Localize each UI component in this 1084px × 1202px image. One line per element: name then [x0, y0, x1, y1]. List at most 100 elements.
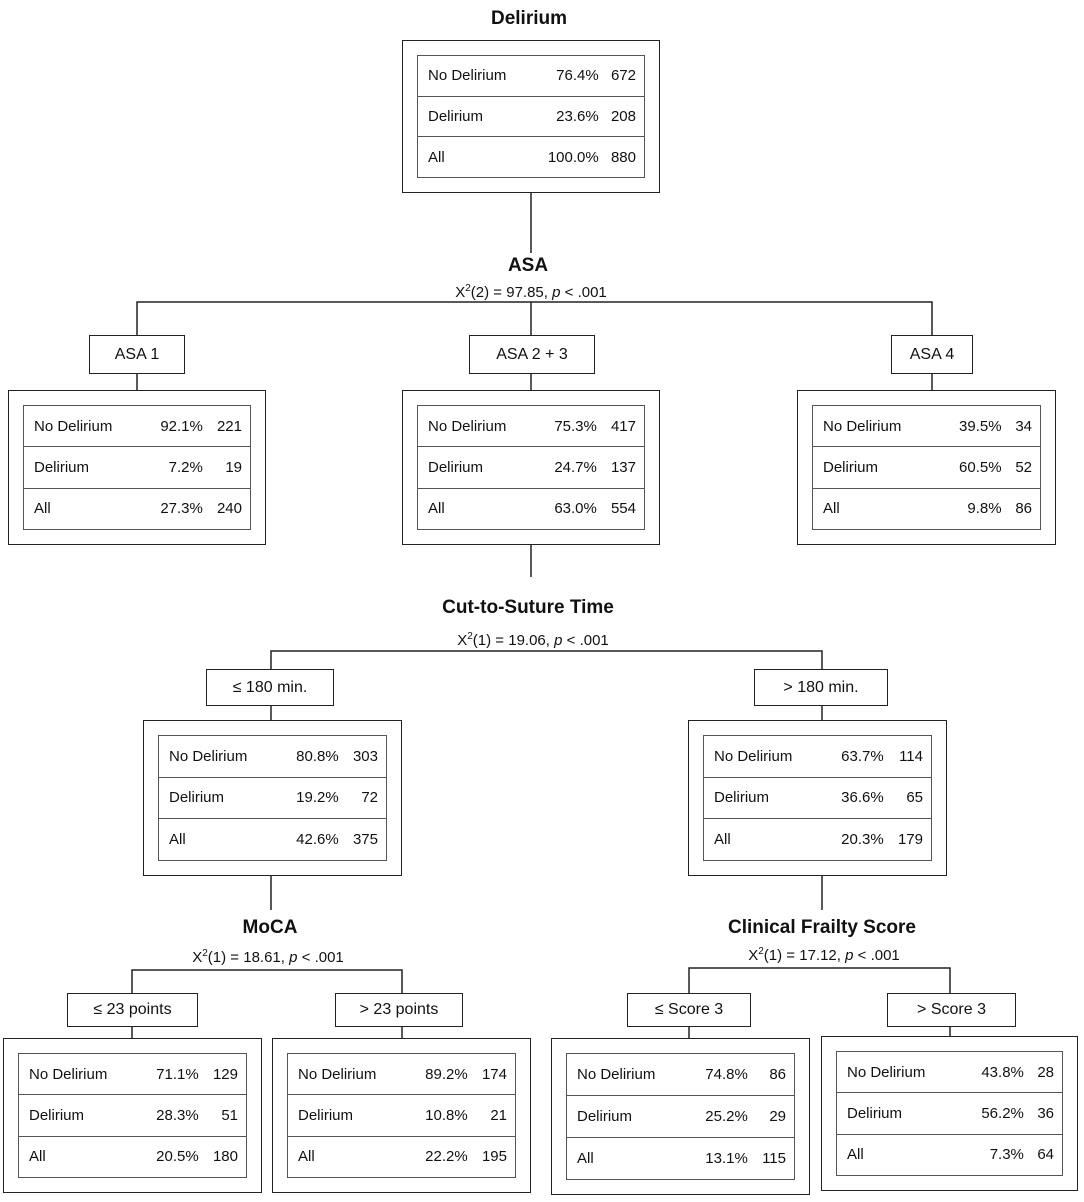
row-category: All: [702, 818, 817, 861]
row-category: No Delirium: [836, 1050, 955, 1094]
row-count: 19: [208, 446, 251, 489]
row-percent: 89.2%: [400, 1052, 474, 1096]
chi-value: 19.06: [508, 632, 546, 649]
row-category: No Delirium: [812, 404, 932, 448]
branch-label-le3: ≤ Score 3: [627, 993, 751, 1027]
row-count: 36: [1029, 1092, 1063, 1135]
row-category: Delirium: [17, 1094, 132, 1137]
row-percent: 36.6%: [816, 776, 890, 820]
row-count: 195: [473, 1135, 516, 1179]
row-count: 417: [602, 404, 645, 448]
row-count: 375: [344, 818, 387, 861]
branch-label-asa23: ASA 2 + 3: [469, 335, 595, 374]
row-category: No Delirium: [17, 1052, 132, 1096]
row-category: No Delirium: [702, 735, 817, 778]
row-category: All: [417, 487, 531, 531]
chi-symbol: X: [192, 949, 203, 966]
p-value: < .001: [857, 947, 900, 964]
row-percent: 74.8%: [680, 1053, 754, 1096]
row-count: 86: [1007, 487, 1041, 531]
row-percent: 56.2%: [954, 1092, 1030, 1135]
row-percent: 7.2%: [136, 446, 209, 489]
chi-square-superscript: 2: [467, 631, 473, 642]
p-symbol: p: [552, 284, 561, 301]
split-asa-title: ASA: [507, 255, 549, 276]
p-value: < .001: [566, 632, 609, 649]
row-count: 179: [889, 818, 932, 861]
degrees-of-freedom: 1: [212, 949, 222, 966]
row-percent: 43.8%: [954, 1050, 1030, 1094]
row-category: Delirium: [417, 446, 531, 489]
branch-label-le23: ≤ 23 points: [67, 993, 198, 1027]
row-category: Delirium: [812, 446, 932, 489]
branch-label-gt180: > 180 min.: [754, 669, 888, 706]
row-percent: 39.5%: [931, 404, 1008, 448]
row-percent: 20.3%: [816, 818, 890, 861]
degrees-of-freedom: 1: [477, 632, 487, 649]
row-percent: 63.0%: [530, 487, 603, 531]
chi-value: 18.61: [243, 949, 281, 966]
edge-cut-branches: [270, 650, 823, 669]
row-category: All: [417, 136, 526, 178]
branch-label-asa1: ASA 1: [89, 335, 185, 374]
root-title: Delirium: [490, 8, 568, 29]
row-category: No Delirium: [417, 55, 526, 97]
row-count: 180: [204, 1135, 247, 1179]
edge-moca-branches: [131, 969, 403, 993]
row-percent: 42.6%: [271, 818, 345, 861]
row-percent: 60.5%: [931, 446, 1008, 489]
row-count: 115: [753, 1137, 795, 1180]
row-category: All: [836, 1133, 955, 1177]
row-count: 21: [473, 1094, 516, 1137]
row-count: 51: [204, 1094, 247, 1137]
row-category: No Delirium: [286, 1052, 401, 1096]
row-count: 672: [604, 55, 645, 97]
edge-frailty-branches: [688, 967, 951, 993]
chi-square-superscript: 2: [202, 948, 208, 959]
row-category: All: [566, 1137, 681, 1180]
row-count: 72: [344, 776, 387, 820]
row-category: All: [812, 487, 932, 531]
row-count: 86: [753, 1053, 795, 1096]
row-percent: 63.7%: [816, 735, 890, 778]
chi-symbol: X: [748, 947, 759, 964]
split-cut-title: Cut-to-Suture Time: [442, 597, 614, 618]
p-symbol: p: [554, 632, 563, 649]
chi-square-superscript: 2: [758, 946, 764, 957]
row-count: 129: [204, 1052, 247, 1096]
row-percent: 100.0%: [525, 136, 605, 178]
row-percent: 71.1%: [131, 1052, 205, 1096]
row-count: 65: [889, 776, 932, 820]
row-count: 880: [604, 136, 645, 178]
chi-value: 17.12: [799, 947, 837, 964]
